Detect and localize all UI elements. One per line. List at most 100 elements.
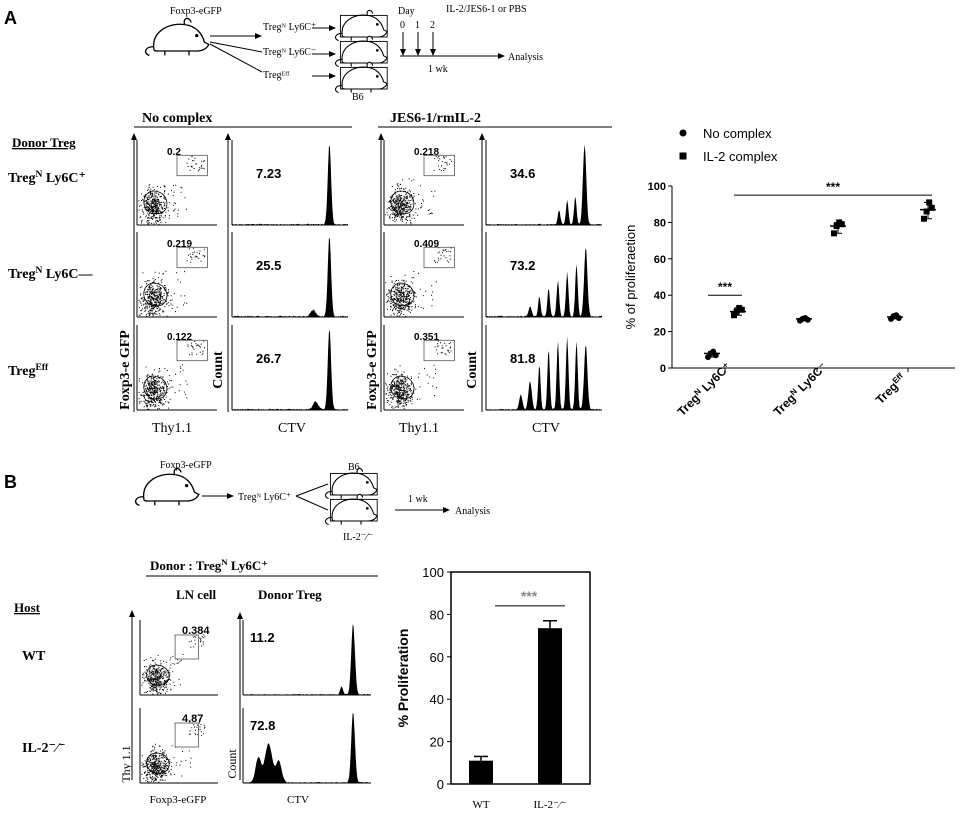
dot-events xyxy=(141,634,206,695)
host-mouse-b1 xyxy=(324,467,378,500)
scatter-point xyxy=(831,230,837,237)
bar-y-label: % Proliferation xyxy=(395,629,411,728)
foxp3-axis-label-b: Foxp3-eGFP xyxy=(150,794,207,806)
host-wt: WT xyxy=(22,649,46,664)
count-axis-label: Count xyxy=(211,351,226,389)
label-part: Ly6C⁺ xyxy=(42,171,86,186)
histogram xyxy=(231,325,348,411)
count-axis-arrow-b-head xyxy=(237,612,243,619)
mouse-body xyxy=(341,14,388,38)
label-part: N xyxy=(788,386,799,397)
dot-contour xyxy=(143,282,168,307)
day-arrow-head xyxy=(400,49,406,56)
count-axis-arrow-head xyxy=(479,133,485,140)
scatter-y-tick-label: 80 xyxy=(654,217,666,229)
dot-plot xyxy=(383,140,464,226)
legend-marker-circle xyxy=(679,129,687,137)
schematic-arrow-mid xyxy=(209,41,263,53)
thy-axis-label: Thy1.1 xyxy=(152,421,192,436)
mouse-ear xyxy=(366,61,374,68)
bar-x-tick-label: WT xyxy=(472,799,489,811)
dot-contour xyxy=(143,190,168,215)
schematic-b-fork xyxy=(295,495,329,511)
bar-chart-frame xyxy=(450,571,591,785)
scatter-point xyxy=(733,308,740,315)
mouse-body xyxy=(143,473,200,502)
mouse-eye xyxy=(375,23,379,26)
mouse-frame xyxy=(339,66,388,90)
mouse-icon xyxy=(144,17,210,57)
host-b-top: B6 xyxy=(348,462,360,473)
hist-fill xyxy=(243,712,371,783)
row-label: TregN Ly6C⁺ xyxy=(8,170,86,186)
dot-gate-value: 0.409 xyxy=(414,239,439,250)
hist-fill xyxy=(486,144,602,225)
significance-label: *** xyxy=(718,280,732,294)
dot-contour xyxy=(390,375,415,400)
mouse-label-b: Foxp3-eGFP xyxy=(160,460,212,471)
mouse-frame xyxy=(329,472,378,496)
count-axis-label: Count xyxy=(465,351,480,389)
dot-gate-value: 0.219 xyxy=(167,239,192,250)
dot-plot xyxy=(383,232,464,318)
day-arrow-head xyxy=(430,49,436,56)
dot-events xyxy=(385,340,452,410)
foxp3-axis-arrow-head xyxy=(131,133,137,140)
gate-box xyxy=(423,246,455,269)
scatter-point xyxy=(895,314,902,321)
label-part: Donor : xyxy=(150,558,196,573)
mouse-ear xyxy=(356,467,364,474)
group-label-1: Tregᴺ Ly6C⁺ xyxy=(263,22,316,33)
significance-label: *** xyxy=(826,180,840,194)
mouse-eye xyxy=(185,483,189,488)
mouse-tail xyxy=(144,45,154,57)
day-label: Day xyxy=(398,6,415,17)
bar-y-tick-label: 0 xyxy=(437,777,444,792)
duration-label: 1 wk xyxy=(428,64,448,75)
gate-box xyxy=(174,722,199,748)
legend-marker-square xyxy=(679,152,687,160)
histogram xyxy=(485,140,602,226)
scatter-point xyxy=(833,223,840,230)
mouse-frame xyxy=(329,498,378,522)
group-arrow-3-head xyxy=(329,73,336,79)
bar xyxy=(469,760,493,784)
ctv-axis-label-b: CTV xyxy=(287,794,309,806)
scatter-point xyxy=(923,208,930,215)
dot-contour xyxy=(143,375,168,400)
dot-plot-b xyxy=(139,620,218,696)
bar-y-tick-label: 20 xyxy=(430,735,444,750)
timeline-arrow-head xyxy=(498,53,505,59)
panel-a-letter: A xyxy=(4,8,17,28)
host-mouse-1 xyxy=(334,9,388,42)
bar-x-tick-label: IL-2⁻⁄⁻ xyxy=(534,799,567,811)
scatter-point xyxy=(928,204,935,211)
bar-y-tick-label: 80 xyxy=(430,607,444,622)
panel-b-letter: B xyxy=(4,472,17,492)
dot-gate-value: 0.218 xyxy=(414,147,439,158)
dot-events xyxy=(138,247,206,317)
dot-gate-value-b: 4.87 xyxy=(182,713,203,725)
label-part: N xyxy=(35,170,42,180)
hist-value: 73.2 xyxy=(510,258,535,273)
host-label: B6 xyxy=(352,92,364,103)
row-label: TregN Ly6C— xyxy=(8,266,94,282)
mouse-eye xyxy=(195,33,199,38)
host-b-bottom: IL-2⁻⁄⁻ xyxy=(343,532,373,543)
foxp3-axis-label: Foxp3-e GFP xyxy=(118,330,133,410)
count-axis-arrow-head xyxy=(225,133,231,140)
host-mouse-3 xyxy=(334,61,388,94)
scatter-y-tick-label: 100 xyxy=(648,181,666,193)
dot-gate-value-b: 0.384 xyxy=(182,625,210,637)
group-arrow-1-head xyxy=(329,25,336,31)
scatter-point xyxy=(926,199,933,206)
gate-box xyxy=(176,246,208,269)
mouse-body xyxy=(153,23,210,52)
scatter-point xyxy=(838,221,845,228)
label-part: Ly6C⁻ xyxy=(793,360,830,397)
scatter-y-tick-label: 60 xyxy=(654,254,666,266)
legend-entry: IL-2 complex xyxy=(703,149,778,164)
mouse-frame xyxy=(339,14,388,38)
bar-y-tick-label: 100 xyxy=(422,565,444,580)
